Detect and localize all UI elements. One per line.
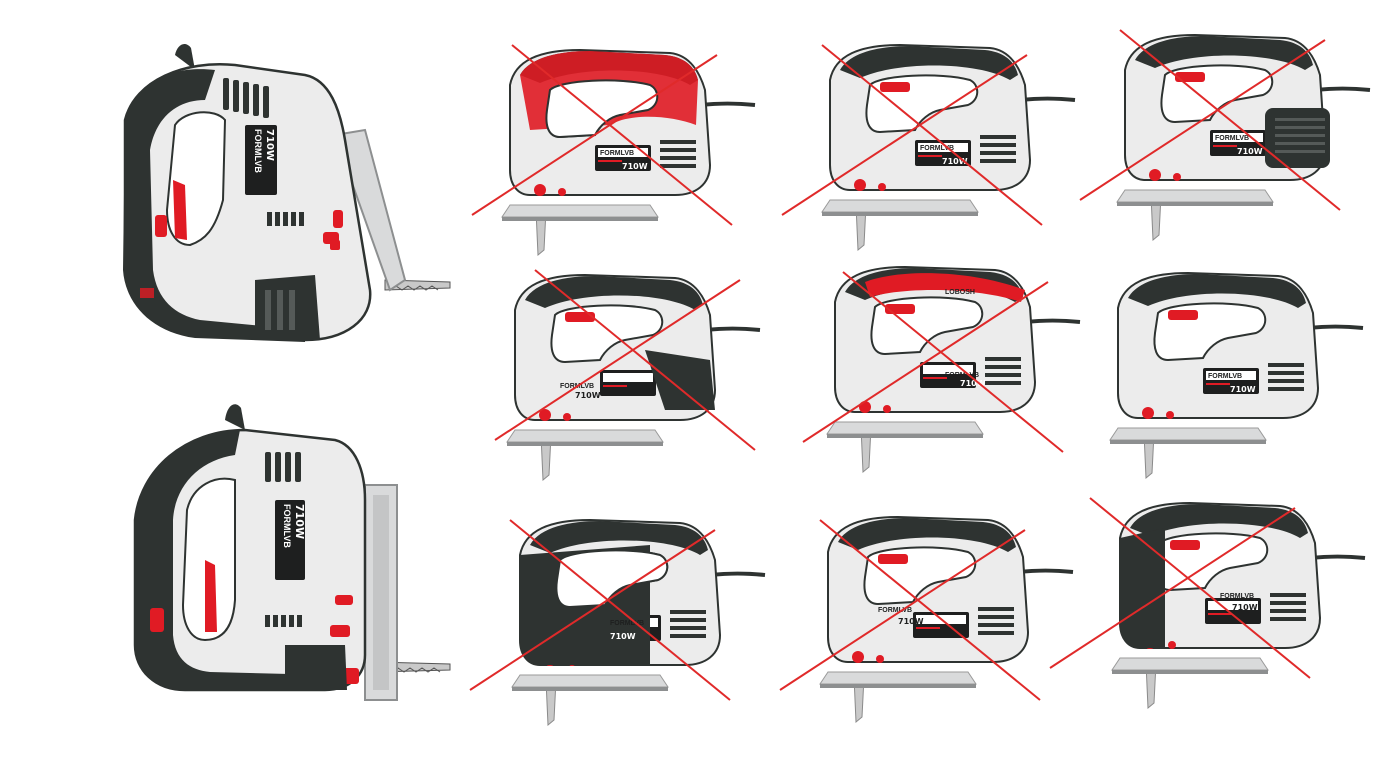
variant-v3: FORMLVB 710W bbox=[1079, 29, 1372, 242]
final-design-angled: FORMLVB 710W bbox=[123, 44, 451, 343]
v8-brand: FORMLVB bbox=[878, 607, 912, 614]
v5-power: 710W bbox=[960, 379, 986, 388]
v5-brand: FORMLVB bbox=[945, 372, 979, 379]
variant-v9: FORMLVB 710W bbox=[1049, 497, 1367, 710]
variant-v2: FORMLVB 710W bbox=[781, 43, 1077, 252]
v9-power: 710W bbox=[1232, 603, 1258, 612]
variant-v1: FORMLVB 710W bbox=[471, 44, 757, 257]
v5-alt-brand: LOBOSH bbox=[945, 289, 975, 296]
v2-brand: FORMLVB bbox=[920, 145, 954, 152]
final-design-side: FORMLVB 710W bbox=[133, 404, 451, 701]
variant-v5: LOBOSH FORMLVB 710W bbox=[802, 265, 1082, 474]
v1-power: 710W bbox=[622, 162, 648, 171]
variant-v7: FORMLVB 710W bbox=[469, 518, 767, 727]
v7-brand: FORMLVB bbox=[610, 620, 644, 627]
v3-brand: FORMLVB bbox=[1215, 135, 1249, 142]
v4-power: 710W bbox=[575, 391, 601, 400]
power-label-side: 710W bbox=[293, 504, 306, 539]
v8-power: 710W bbox=[898, 617, 924, 626]
v1-brand: FORMLVB bbox=[600, 150, 634, 157]
variant-v6-approved: FORMLVB 710W bbox=[1108, 271, 1365, 480]
brand-label: FORMLVB bbox=[253, 129, 263, 173]
variant-v8: FORMLVB 710W bbox=[779, 515, 1075, 724]
variant-v4: FORMLVB 710W bbox=[494, 269, 762, 482]
v2-power: 710W bbox=[942, 157, 968, 166]
v7-power: 710W bbox=[610, 632, 636, 641]
power-label: 710W bbox=[264, 129, 275, 161]
v6-power: 710W bbox=[1230, 385, 1256, 394]
v3-power: 710W bbox=[1237, 147, 1263, 156]
brand-label-side: FORMLVB bbox=[282, 504, 292, 548]
v6-brand: FORMLVB bbox=[1208, 373, 1242, 380]
v9-brand: FORMLVB bbox=[1220, 593, 1254, 600]
